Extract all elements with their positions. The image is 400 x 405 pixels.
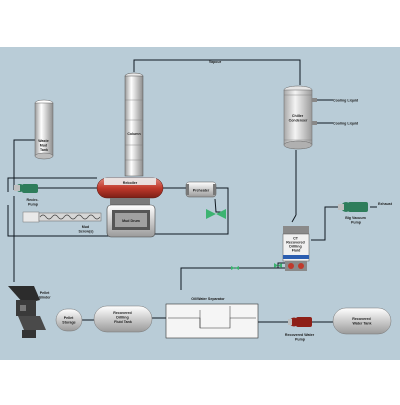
ct-fluid-label: CT Recovered Drilling Fluid [286,237,305,253]
exhaust-label: Exhaust [378,202,393,206]
chiller-condenser-label: Chiller Condenser [289,114,308,123]
recovered-water-pump-label: Recovered Water Pump [285,333,315,342]
waste-mud-tank: Waste Mud Tank [34,99,54,160]
recovered-water-tank-label: Recovered Water Tank [352,317,371,326]
pellet-binder: Pellet Binder [8,286,51,338]
pellet-storage-label: Pellet Storage [62,316,75,325]
reboiler-label: Reboiler [123,181,138,185]
vapour-label: Vapour [209,60,222,64]
recirc-pump: Recirc. Pump [14,184,40,207]
mud-screw: Mud Screw(s) [22,211,102,234]
big-vacuum-pump: Big Vacuum Pump [338,202,368,225]
oil-water-separator: Oil/Water Separator [165,297,259,339]
cooling-liquid-mid-label: Cooling Liquid [333,122,358,126]
ct-valve-icon [274,263,282,268]
mud-screw-label: Mud Screw(s) [79,225,95,234]
valve-icon [206,209,226,219]
mud-drum: Mud Drum [106,204,156,238]
reboiler: Reboiler [96,177,164,210]
oil-water-separator-label: Oil/Water Separator [191,297,225,301]
recovered-water-pump: Recovered Water Pump [285,317,315,342]
mud-drum-label: Mud Drum [122,219,140,223]
pellet-storage: Pellet Storage [55,308,83,332]
recovered-drilling-fluid-tank-label: Recovered Drilling Fluid Tank [113,311,132,324]
recirc-pump-label: Recirc. Pump [27,198,40,207]
pipe-network [7,59,377,323]
separator-valve-icon [231,266,239,270]
waste-mud-tank-label: Waste Mud Tank [38,139,49,152]
ct-recovered-drilling-fluid: CT Recovered Drilling Fluid [282,226,310,271]
big-vacuum-pump-label: Big Vacuum Pump [345,216,367,225]
preheater: Preheater [185,181,217,198]
recovered-water-tank: Recovered Water Tank [332,307,392,335]
preheater-label: Preheater [193,189,210,193]
pellet-binder-label: Pellet Binder [39,291,51,300]
recovered-drilling-fluid-tank: Recovered Drilling Fluid Tank [93,305,153,333]
column-label: Column [127,132,140,136]
distillation-column: Column [124,72,144,177]
chiller-condenser: Chiller Condenser [283,85,317,150]
cooling-liquid-top-label: Cooling Liquid [333,99,358,103]
